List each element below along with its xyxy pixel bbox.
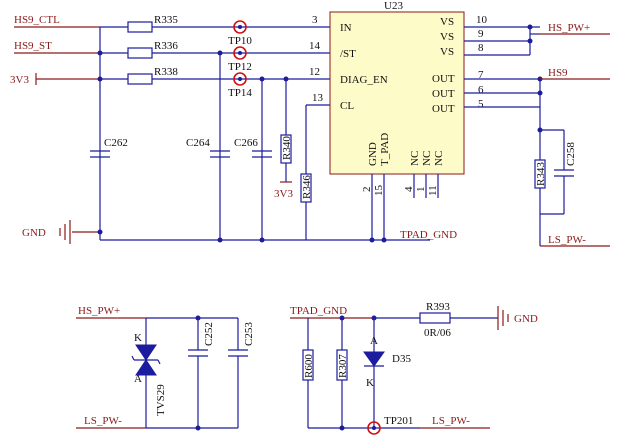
r336-resistor[interactable] xyxy=(127,47,153,59)
c262-capacitor[interactable] xyxy=(90,150,110,158)
u23-pin6-name: OUT xyxy=(432,88,455,100)
u23-ic-body[interactable] xyxy=(329,11,465,175)
c253-capacitor[interactable] xyxy=(228,349,248,357)
u23-pin10-name: VS xyxy=(440,16,454,28)
r307-label: R307 xyxy=(337,354,349,378)
tp201-label: TP201 xyxy=(384,415,413,427)
tp14-label: TP14 xyxy=(228,87,252,99)
r600-label: R600 xyxy=(303,354,315,378)
net-label-3v3-r340: 3V3 xyxy=(274,188,293,200)
net-label-hs9-ctl: HS9_CTL xyxy=(14,14,60,26)
u23-pin1-num: 1 xyxy=(415,187,427,193)
u23-pin13-num: 13 xyxy=(312,92,324,104)
net-label-gnd-right: GND xyxy=(514,313,538,325)
net-label-hs-pw-plus: HS_PW+ xyxy=(548,22,590,34)
tp12-label: TP12 xyxy=(228,61,252,73)
net-label-ls-pw-minus: LS_PW- xyxy=(548,234,586,246)
net-label-tpad-gnd-b: TPAD_GND xyxy=(290,305,347,317)
u23-pin9-name: VS xyxy=(440,31,454,43)
c258-capacitor[interactable] xyxy=(554,169,574,177)
tp12-testpoint[interactable] xyxy=(233,46,247,60)
gnd-symbol-right xyxy=(497,306,509,330)
d35-diode[interactable] xyxy=(363,351,385,367)
net-label-tpad-gnd: TPAD_GND xyxy=(400,229,457,241)
r393-label: R393 xyxy=(426,301,450,313)
tvs29-pin-k: K xyxy=(134,332,142,344)
tp10-label: TP10 xyxy=(228,35,252,47)
r343-label: R343 xyxy=(535,162,547,186)
u23-pin7-num: 7 xyxy=(478,69,484,81)
net-label-gnd-left: GND xyxy=(22,227,46,239)
u23-pin13-name: CL xyxy=(340,100,354,112)
net-label-ls-pw-minus-c: LS_PW- xyxy=(432,415,470,427)
u23-pin5-name: OUT xyxy=(432,103,455,115)
r338-resistor[interactable] xyxy=(127,73,153,85)
u23-pin6-num: 6 xyxy=(478,84,484,96)
d35-pin-a: A xyxy=(370,335,378,347)
u23-pin12-num: 12 xyxy=(309,66,320,78)
u23-pin4-num: 4 xyxy=(403,186,415,192)
c258-label: C258 xyxy=(565,142,577,166)
r336-label: R336 xyxy=(154,40,178,52)
net-label-hs-pw-plus-b: HS_PW+ xyxy=(78,305,120,317)
tvs29-label: TVS29 xyxy=(155,384,167,416)
r346-label: R346 xyxy=(301,175,313,199)
r335-resistor[interactable] xyxy=(127,21,153,33)
net-label-hs9-out: HS9 xyxy=(548,67,568,79)
net-label-hs9-st: HS9_ST xyxy=(14,40,52,52)
net-label-3v3: 3V3 xyxy=(10,74,29,86)
r338-label: R338 xyxy=(154,66,178,78)
u23-pin15-name: T_PAD xyxy=(379,133,391,166)
gnd-symbol-left xyxy=(59,220,100,244)
u23-pin3-name: IN xyxy=(340,22,352,34)
u23-pin4-name: NC xyxy=(409,151,421,166)
d35-label: D35 xyxy=(392,353,411,365)
tp201-testpoint[interactable] xyxy=(367,421,381,435)
tvs29-diode[interactable] xyxy=(131,344,161,376)
u23-pin10-num: 10 xyxy=(476,14,488,26)
u23-pin3-num: 3 xyxy=(312,14,318,26)
tvs29-pin-a: A xyxy=(134,373,142,385)
c264-label: C264 xyxy=(186,137,210,149)
c264-capacitor[interactable] xyxy=(210,150,230,158)
u23-pin14-num: 14 xyxy=(309,40,321,52)
c253-label: C253 xyxy=(243,322,255,346)
u23-ref: U23 xyxy=(384,0,403,12)
u23-pin8-name: VS xyxy=(440,46,454,58)
u23-pin7-name: OUT xyxy=(432,73,455,85)
u23-pin15-num: 15 xyxy=(373,185,385,197)
u23-pin2-num: 2 xyxy=(361,187,373,193)
u23-pin8-num: 8 xyxy=(478,42,484,54)
tp10-testpoint[interactable] xyxy=(233,20,247,34)
u23-pin14-name: /ST xyxy=(340,48,356,60)
u23-pin9-num: 9 xyxy=(478,28,484,40)
u23-pin5-num: 5 xyxy=(478,98,484,110)
d35-pin-k: K xyxy=(366,377,374,389)
u23-pin1-name: NC xyxy=(421,151,433,166)
u23-pin11-num: 11 xyxy=(427,185,439,196)
net-label-ls-pw-minus-b: LS_PW- xyxy=(84,415,122,427)
c262-label: C262 xyxy=(104,137,128,149)
r393-resistor[interactable] xyxy=(419,312,451,324)
r340-label: R340 xyxy=(281,136,293,160)
c252-capacitor[interactable] xyxy=(188,349,208,357)
u23-pin12-name: DIAG_EN xyxy=(340,74,388,86)
u23-pin2-name: GND xyxy=(367,142,379,166)
c266-capacitor[interactable] xyxy=(252,150,272,158)
c252-label: C252 xyxy=(203,322,215,346)
c266-label: C266 xyxy=(234,137,258,149)
r335-label: R335 xyxy=(154,14,178,26)
tp14-testpoint[interactable] xyxy=(233,72,247,86)
r393-value: 0R/06 xyxy=(424,327,451,339)
u23-pin11-name: NC xyxy=(433,151,445,166)
